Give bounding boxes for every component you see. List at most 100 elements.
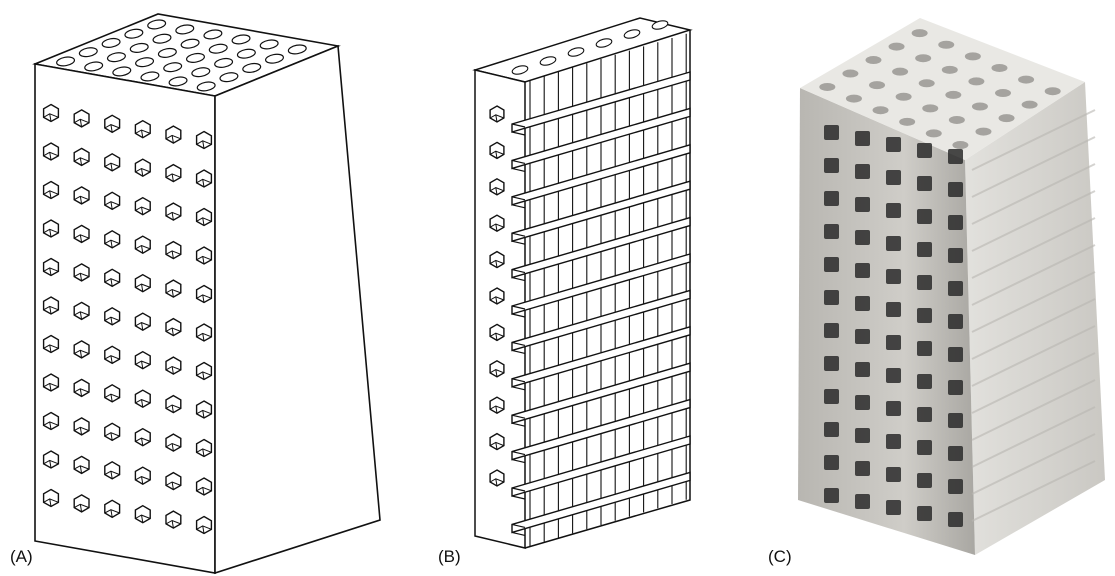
photo-front-hole: [917, 176, 932, 191]
photo-front-hole: [824, 257, 839, 272]
photo-front-hole: [824, 455, 839, 470]
photo-top-hole: [991, 63, 1008, 72]
photo-top-hole: [888, 42, 905, 51]
slot-edge: [511, 422, 526, 427]
photo-top-hole: [892, 67, 909, 76]
slot-edge: [511, 131, 526, 136]
photo-top-hole: [895, 92, 912, 101]
photo-front-hole: [824, 158, 839, 173]
hexagonal-hole-icon: [42, 103, 60, 123]
hexagonal-hole-icon: [195, 477, 213, 496]
photo-side-texture: [971, 163, 1096, 225]
top-hole: [511, 65, 529, 75]
photo-front-hole: [855, 296, 870, 311]
slot-edge: [511, 523, 526, 528]
slot-shelf: [511, 325, 691, 388]
slot-shelf: [511, 143, 691, 206]
hexagonal-hole-icon: [104, 268, 121, 288]
photo-top-face: [800, 18, 1085, 160]
photo-top-hole: [819, 82, 836, 91]
photo-front-hole: [824, 356, 839, 371]
top-hole: [623, 29, 641, 39]
slot-edge: [511, 487, 526, 492]
photo-front-hole: [855, 131, 870, 146]
hexagonal-hole-icon: [195, 207, 213, 227]
hexagonal-hole-icon: [73, 147, 90, 167]
photo-front-face: [798, 88, 975, 555]
top-hole: [129, 42, 149, 53]
slot-edge: [511, 204, 526, 209]
hexagonal-hole-icon: [104, 345, 121, 365]
photo-side-texture: [971, 325, 1096, 387]
photo-front-hole: [917, 473, 932, 488]
photo-front-hole: [855, 428, 870, 443]
hexagonal-hole-icon: [42, 180, 60, 200]
slot-edge: [511, 277, 526, 282]
panel-c-photo: [798, 18, 1105, 555]
photo-front-hole: [917, 242, 932, 257]
top-hole: [152, 33, 172, 44]
photo-front-hole: [917, 506, 932, 521]
hexagonal-hole-icon: [165, 163, 182, 183]
photo-front-hole: [948, 347, 963, 362]
photo-front-hole: [855, 263, 870, 278]
front-face: [34, 63, 216, 574]
slot-edge: [511, 386, 526, 391]
hexagonal-hole-icon: [489, 323, 505, 342]
hexagonal-hole-icon: [195, 515, 213, 535]
hexagonal-hole-icon: [195, 130, 213, 150]
photo-front-hole: [855, 494, 870, 509]
top-hole: [259, 39, 279, 50]
hexagonal-hole-icon: [104, 499, 121, 519]
photo-front-hole: [917, 275, 932, 290]
hexagonal-hole-icon: [489, 141, 505, 160]
hexagonal-hole-icon: [73, 340, 90, 359]
photo-front-hole: [824, 389, 839, 404]
hexagonal-hole-icon: [489, 432, 505, 451]
hexagonal-hole-icon: [42, 142, 60, 161]
hexagonal-hole-icon: [73, 186, 90, 205]
panel-b-drawing: [472, 17, 693, 549]
photo-top-hole: [842, 69, 859, 78]
photo-front-hole: [948, 512, 963, 527]
hexagonal-hole-icon: [489, 287, 505, 305]
slot-edge: [511, 167, 526, 172]
hexagonal-hole-icon: [489, 105, 505, 123]
photo-top-hole: [998, 114, 1015, 123]
hexagonal-hole-icon: [134, 158, 151, 178]
photo-top-hole: [915, 54, 932, 63]
photo-front-hole: [886, 236, 901, 251]
photo-front-hole: [886, 203, 901, 218]
photo-top-hole: [922, 104, 939, 113]
photo-side-texture: [971, 217, 1096, 279]
top-hole: [208, 43, 228, 54]
photo-side-texture: [971, 379, 1096, 441]
slot-shelf: [511, 253, 691, 315]
photo-front-hole: [917, 374, 932, 389]
top-hole: [157, 47, 177, 58]
hexagonal-hole-icon: [104, 422, 121, 442]
photo-front-hole: [886, 335, 901, 350]
photo-front-hole: [824, 290, 839, 305]
hexagonal-hole-icon: [134, 504, 151, 524]
photo-top-hole: [869, 81, 886, 90]
hexagonal-hole-icon: [104, 383, 121, 403]
hexagonal-hole-icon: [165, 471, 182, 491]
hexagonal-hole-icon: [195, 284, 213, 304]
top-hole: [651, 20, 669, 30]
hexagonal-hole-icon: [42, 373, 60, 392]
photo-front-hole: [948, 281, 963, 296]
hexagonal-hole-icon: [73, 378, 90, 398]
photo-front-hole: [855, 395, 870, 410]
top-hole: [567, 47, 585, 57]
slot-shelf: [511, 398, 691, 461]
panel-c: (C): [750, 0, 1115, 576]
slot-edge: [511, 240, 526, 245]
slot-shelf: [511, 107, 691, 170]
photo-front-hole: [824, 125, 839, 140]
hexagonal-hole-icon: [42, 488, 60, 508]
photo-side-texture: [971, 271, 1096, 333]
hexagonal-hole-icon: [195, 400, 213, 419]
hexagonal-hole-icon: [42, 219, 60, 238]
photo-front-hole: [917, 341, 932, 356]
